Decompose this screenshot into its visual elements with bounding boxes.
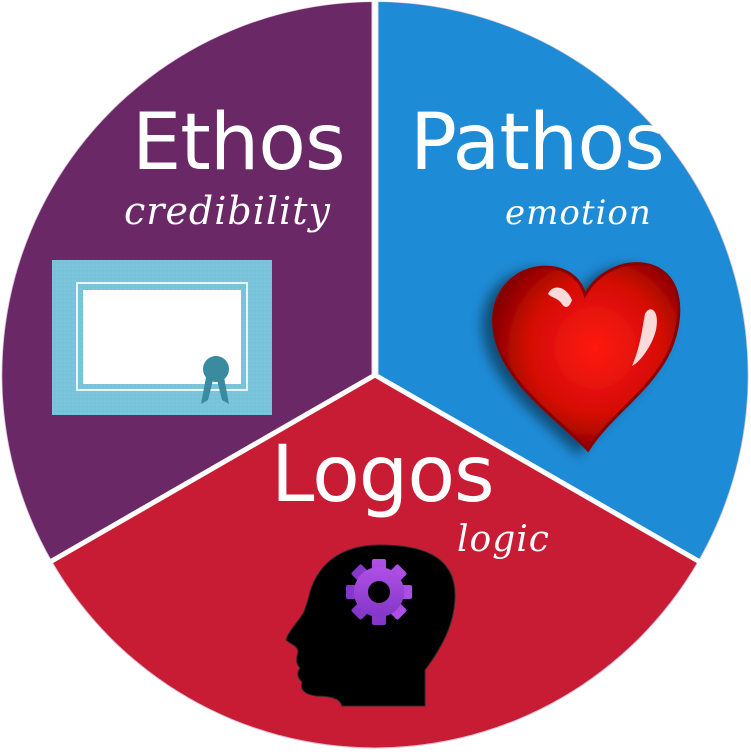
pathos-subtitle: emotion [505, 193, 652, 233]
head-silhouette [285, 544, 456, 707]
award-seal-icon [201, 356, 229, 404]
logos-title: Logos [271, 430, 495, 520]
ethos-title: Ethos [132, 98, 346, 188]
pathos-title: Pathos [410, 98, 665, 188]
ethos-subtitle: credibility [124, 189, 331, 233]
segment-dividers [48, 0, 702, 565]
logos-subtitle: logic [457, 519, 550, 560]
gear-icon [346, 559, 412, 625]
head-gear-icon [285, 544, 456, 707]
certificate-icon [52, 260, 272, 415]
heart-icon [492, 262, 681, 453]
